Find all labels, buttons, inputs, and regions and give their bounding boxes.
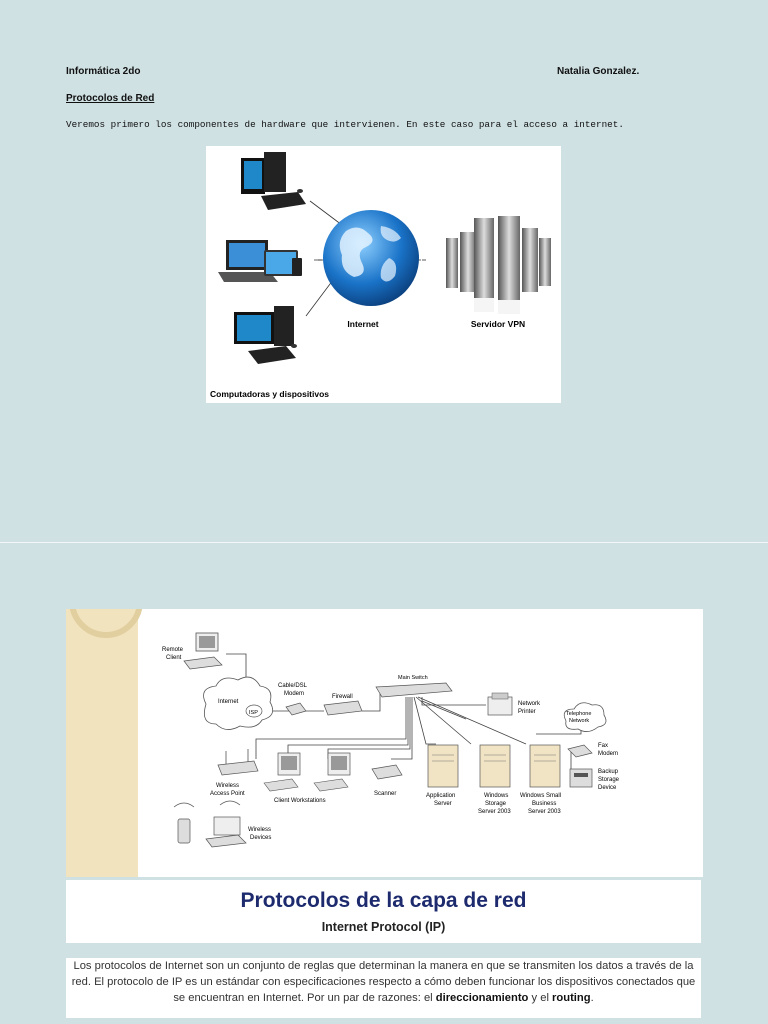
modem-label-2: Modem bbox=[284, 691, 304, 697]
main-switch-label: Main Switch bbox=[398, 675, 428, 681]
section-banner: Protocolos de la capa de red Internet Pr… bbox=[66, 880, 701, 943]
wireless-devices-icon bbox=[173, 800, 247, 848]
desktop-computer-icon bbox=[234, 306, 297, 364]
wireless-devices-label-1: Wireless bbox=[248, 827, 271, 833]
fax-label-2: Modem bbox=[598, 751, 618, 757]
fax-modem-icon bbox=[567, 744, 593, 758]
subject-heading: Informática 2do bbox=[66, 66, 141, 77]
remote-client-icon bbox=[183, 632, 223, 670]
desktop-computer-icon bbox=[241, 152, 306, 210]
banner-subtitle: Internet Protocol (IP) bbox=[321, 920, 446, 934]
paragraph-text: . bbox=[590, 992, 594, 1004]
small-business-server-icon bbox=[529, 744, 561, 788]
isp-label: ISP bbox=[249, 710, 258, 716]
sbs-label-3: Server 2003 bbox=[528, 809, 561, 815]
server-rack-icon bbox=[446, 216, 551, 314]
wireless-devices-label-2: Devices bbox=[250, 835, 271, 841]
application-server-icon bbox=[427, 744, 459, 788]
backup-label-3: Device bbox=[598, 785, 617, 791]
printer-label-1: Network bbox=[518, 701, 541, 707]
remote-client-label-2: Client bbox=[166, 655, 182, 661]
globe-icon bbox=[323, 210, 419, 306]
paragraph-text: y el bbox=[528, 992, 553, 1004]
network-diagram-figure: Remote Client Internet ISP Cable/DSL Mod… bbox=[66, 609, 703, 877]
telephone-label-2: Network bbox=[569, 718, 589, 724]
section-title: Protocolos de Red bbox=[66, 93, 155, 104]
app-server-label-1: Application bbox=[426, 793, 455, 799]
backup-label-2: Storage bbox=[598, 777, 620, 783]
fax-label-1: Fax bbox=[598, 743, 608, 749]
telephone-label-1: Telephone bbox=[566, 711, 591, 717]
sbs-label-2: Business bbox=[532, 801, 556, 807]
intro-text: Veremos primero los componentes de hardw… bbox=[66, 119, 624, 130]
sbs-label-1: Windows Small bbox=[520, 793, 561, 799]
banner-title: Protocolos de la capa de red bbox=[240, 889, 527, 912]
printer-label-2: Printer bbox=[518, 709, 536, 715]
firewall-label: Firewall bbox=[332, 694, 353, 700]
scanner-label: Scanner bbox=[374, 791, 396, 797]
internet-label: Internet bbox=[347, 319, 378, 329]
app-server-label-2: Server bbox=[434, 801, 452, 807]
description-paragraph: Los protocolos de Internet son un conjun… bbox=[66, 958, 701, 1018]
printer-icon bbox=[487, 692, 513, 716]
internet-label: Internet bbox=[218, 699, 239, 705]
server-label: Servidor VPN bbox=[471, 319, 525, 329]
telephone-cloud-icon bbox=[563, 702, 607, 732]
scanner-icon bbox=[371, 764, 403, 780]
network-links bbox=[226, 653, 582, 769]
backup-label-1: Backup bbox=[598, 769, 619, 775]
modem-icon bbox=[285, 702, 307, 716]
modem-label-1: Cable/DSL bbox=[278, 683, 308, 689]
access-point-label-2: Access Point bbox=[210, 791, 245, 797]
storage-label-1: Windows bbox=[484, 793, 508, 799]
storage-server-icon bbox=[479, 744, 511, 788]
client-workstation-icon bbox=[263, 752, 301, 792]
paragraph-bold-routing: routing bbox=[552, 992, 591, 1004]
devices-label: Computadoras y dispositivos bbox=[210, 389, 329, 399]
isp-icon bbox=[245, 704, 263, 718]
client-workstation-icon bbox=[313, 752, 351, 792]
workstations-label: Client Workstations bbox=[274, 798, 326, 804]
internet-access-figure: Internet Servidor VPN Computadoras y dis… bbox=[206, 146, 561, 403]
page-divider bbox=[0, 542, 768, 543]
author-name: Natalia Gonzalez. bbox=[557, 66, 640, 77]
decorative-ring bbox=[69, 609, 143, 638]
firewall-icon bbox=[323, 700, 363, 716]
paragraph-text: Los protocolos de Internet son un conjun… bbox=[71, 960, 696, 1004]
backup-storage-icon bbox=[569, 768, 593, 788]
main-switch-icon bbox=[375, 682, 453, 698]
storage-label-3: Server 2003 bbox=[478, 809, 511, 815]
access-point-label-1: Wireless bbox=[216, 783, 239, 789]
laptop-tablet-icon bbox=[218, 240, 302, 282]
wireless-access-point-icon bbox=[217, 749, 259, 776]
storage-label-2: Storage bbox=[485, 801, 507, 807]
decorative-side-panel bbox=[66, 609, 138, 877]
document-page-1: Informática 2do Natalia Gonzalez. Protoc… bbox=[66, 66, 640, 403]
remote-client-label-1: Remote bbox=[162, 647, 184, 653]
paragraph-bold-addressing: direccionamiento bbox=[435, 992, 529, 1004]
